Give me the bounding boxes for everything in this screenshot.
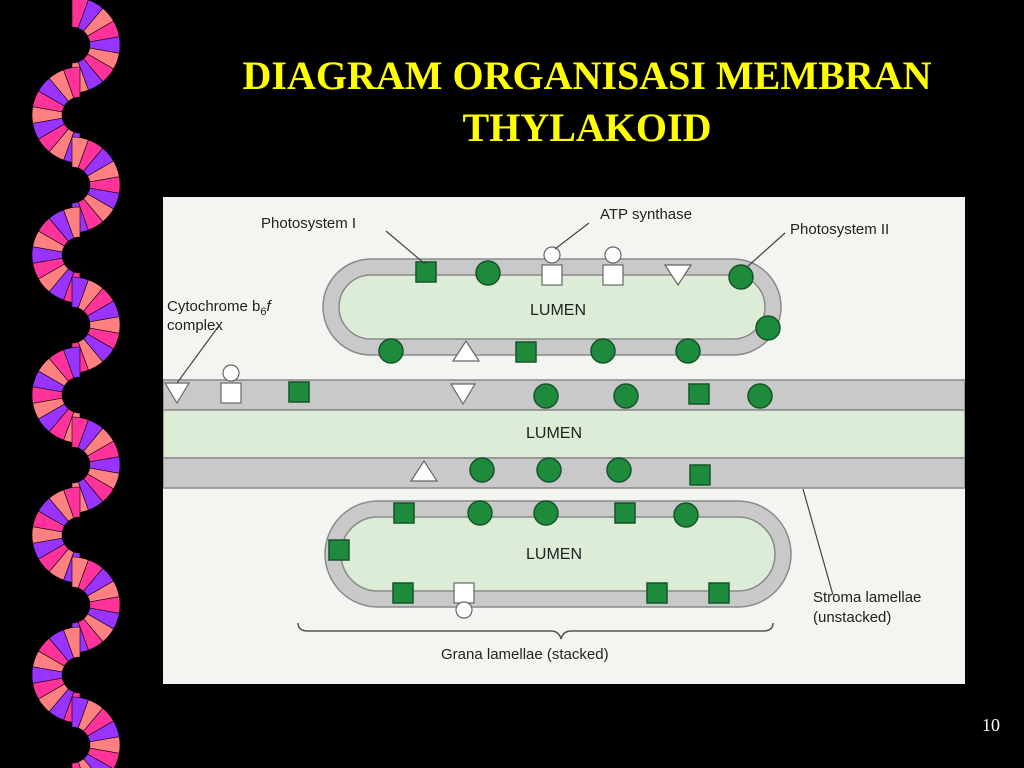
- label-cytochrome-line2: complex: [167, 317, 223, 334]
- photosystem-2-marker: [728, 264, 754, 290]
- atp-synthase-head: [222, 364, 240, 382]
- thylakoid-diagram: LUMEN LUMEN LUMEN: [163, 197, 965, 684]
- cytochrome-b6f-marker: [663, 264, 693, 287]
- lumen-label-top: LUMEN: [530, 302, 586, 319]
- photosystem-2-marker: [533, 500, 559, 526]
- label-photosystem-1: Photosystem I: [261, 215, 356, 232]
- photosystem-2-marker: [469, 457, 495, 483]
- label-cytochrome-sub: 6: [260, 306, 266, 318]
- stroma-lower-membrane: [163, 457, 965, 489]
- lumen-label-middle: LUMEN: [526, 425, 582, 442]
- photosystem-1-marker: [688, 383, 710, 405]
- border-ribbon-segment: [63, 66, 81, 99]
- cytochrome-b6f-marker: [449, 383, 477, 406]
- label-stroma-unstacked: (unstacked): [813, 609, 891, 626]
- photosystem-1-marker: [614, 502, 636, 524]
- photosystem-1-marker: [393, 502, 415, 524]
- photosystem-2-marker: [606, 457, 632, 483]
- atp-synthase-marker: [602, 264, 624, 286]
- photosystem-1-marker: [708, 582, 730, 604]
- slide-title: DIAGRAM ORGANISASI MEMBRAN THYLAKOID: [150, 50, 1024, 154]
- photosystem-2-marker: [467, 500, 493, 526]
- lumen-label-bottom: LUMEN: [526, 546, 582, 563]
- border-ribbon-segment: [71, 761, 81, 768]
- photosystem-1-marker: [415, 261, 437, 283]
- leader-line: [554, 222, 590, 250]
- bottom-disc-lumen: [340, 516, 776, 592]
- photosystem-2-marker: [536, 457, 562, 483]
- decorative-border: [31, 0, 121, 768]
- cytochrome-b6f-marker: [409, 459, 439, 482]
- atp-synthase-head: [604, 246, 622, 264]
- label-cytochrome-f: f: [267, 298, 273, 315]
- label-cytochrome: Cytochrome b6f: [167, 298, 273, 318]
- leader-line: [385, 230, 426, 265]
- photosystem-2-marker: [755, 315, 781, 341]
- label-photosystem-2: Photosystem II: [790, 221, 889, 238]
- photosystem-2-marker: [675, 338, 701, 364]
- grana-bracket: [297, 622, 774, 640]
- photosystem-2-marker: [475, 260, 501, 286]
- leader-line: [802, 488, 834, 596]
- photosystem-1-marker: [646, 582, 668, 604]
- border-ribbon-segment: [63, 486, 81, 519]
- cytochrome-b6f-marker: [451, 339, 481, 362]
- atp-synthase-head: [455, 601, 473, 619]
- atp-synthase-marker: [541, 264, 563, 286]
- page-number: 10: [982, 715, 1000, 735]
- label-cytochrome-main: Cytochrome b: [167, 298, 260, 315]
- border-ribbon-segment: [63, 206, 81, 239]
- photosystem-2-marker: [613, 383, 639, 409]
- photosystem-2-marker: [378, 338, 404, 364]
- title-line-1: DIAGRAM ORGANISASI MEMBRAN: [242, 53, 932, 98]
- photosystem-1-marker: [515, 341, 537, 363]
- title-line-2: THYLAKOID: [462, 105, 712, 150]
- label-atp-synthase: ATP synthase: [600, 206, 692, 223]
- border-ribbon-segment: [63, 346, 81, 379]
- stroma-upper-membrane: [163, 379, 965, 411]
- label-grana-lamellae: Grana lamellae (stacked): [441, 646, 609, 663]
- label-stroma-lamellae: Stroma lamellae: [813, 589, 921, 606]
- photosystem-1-marker: [288, 381, 310, 403]
- photosystem-2-marker: [673, 502, 699, 528]
- photosystem-1-marker: [392, 582, 414, 604]
- photosystem-1-marker: [328, 539, 350, 561]
- photosystem-2-marker: [533, 383, 559, 409]
- photosystem-1-marker: [689, 464, 711, 486]
- photosystem-2-marker: [590, 338, 616, 364]
- top-disc-lumen: [338, 274, 766, 340]
- photosystem-2-marker: [747, 383, 773, 409]
- atp-synthase-marker: [453, 582, 475, 604]
- leader-line: [746, 232, 786, 268]
- atp-synthase-head: [543, 246, 561, 264]
- atp-synthase-marker: [220, 382, 242, 404]
- border-ribbon-segment: [63, 626, 81, 659]
- leader-line: [176, 326, 219, 384]
